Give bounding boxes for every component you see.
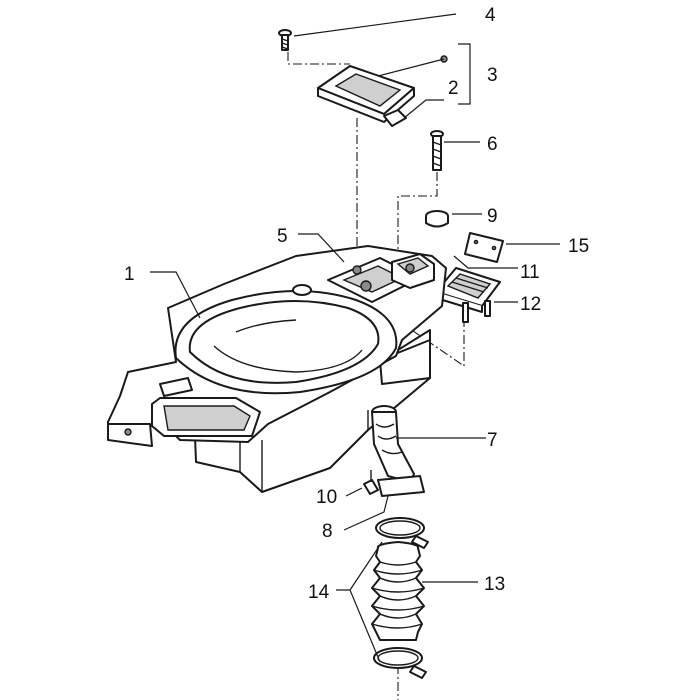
- assembly-axis-lines: [287, 52, 465, 700]
- leader-8: [343, 495, 389, 531]
- leader-3: [377, 43, 471, 105]
- callout-9: 9: [487, 206, 498, 227]
- callout-8: 8: [322, 521, 333, 542]
- part-bracket-11: [435, 267, 501, 313]
- callout-1: 1: [124, 264, 135, 285]
- leader-4: [293, 13, 457, 37]
- part-clamp-8: [375, 517, 429, 549]
- leader-2: [403, 99, 444, 119]
- leader-14: [336, 541, 383, 663]
- callout-6: 6: [487, 134, 498, 155]
- leader-5: [298, 233, 345, 263]
- leader-10: [345, 487, 363, 497]
- leader-1: [150, 271, 201, 319]
- leader-11: [453, 255, 518, 269]
- callout-4: 4: [485, 5, 496, 26]
- callout-12: 12: [520, 294, 541, 315]
- part-plug-9: [425, 210, 449, 228]
- callout-labels: 1 2 3 4 5 6 7 8 9 10 11 12 13 14 15: [124, 5, 589, 603]
- callout-3: 3: [487, 65, 498, 86]
- part-pins-12: [462, 300, 491, 323]
- part-clip-10: [363, 470, 379, 495]
- callout-10: 10: [316, 487, 337, 508]
- callout-7: 7: [487, 430, 498, 451]
- callout-15: 15: [568, 236, 589, 257]
- part-clamp-14: [373, 647, 427, 679]
- part-hose-7: [371, 405, 425, 497]
- axis-screw6: [397, 172, 438, 258]
- callout-14: 14: [308, 582, 330, 603]
- part-lid-2: [317, 55, 448, 127]
- axis-bracket: [399, 318, 465, 368]
- axis-screw4: [287, 52, 350, 65]
- part-helmet-compartment-1: [107, 245, 447, 493]
- callout-13: 13: [484, 574, 505, 595]
- part-pad-15: [464, 232, 504, 263]
- leader-lines: [150, 13, 560, 663]
- part-bellows-13: [371, 541, 425, 641]
- callout-2: 2: [448, 78, 459, 99]
- part-screw-6: [430, 130, 444, 171]
- part-screw-4: [278, 29, 292, 51]
- callout-11: 11: [520, 262, 540, 283]
- callout-5: 5: [277, 226, 288, 247]
